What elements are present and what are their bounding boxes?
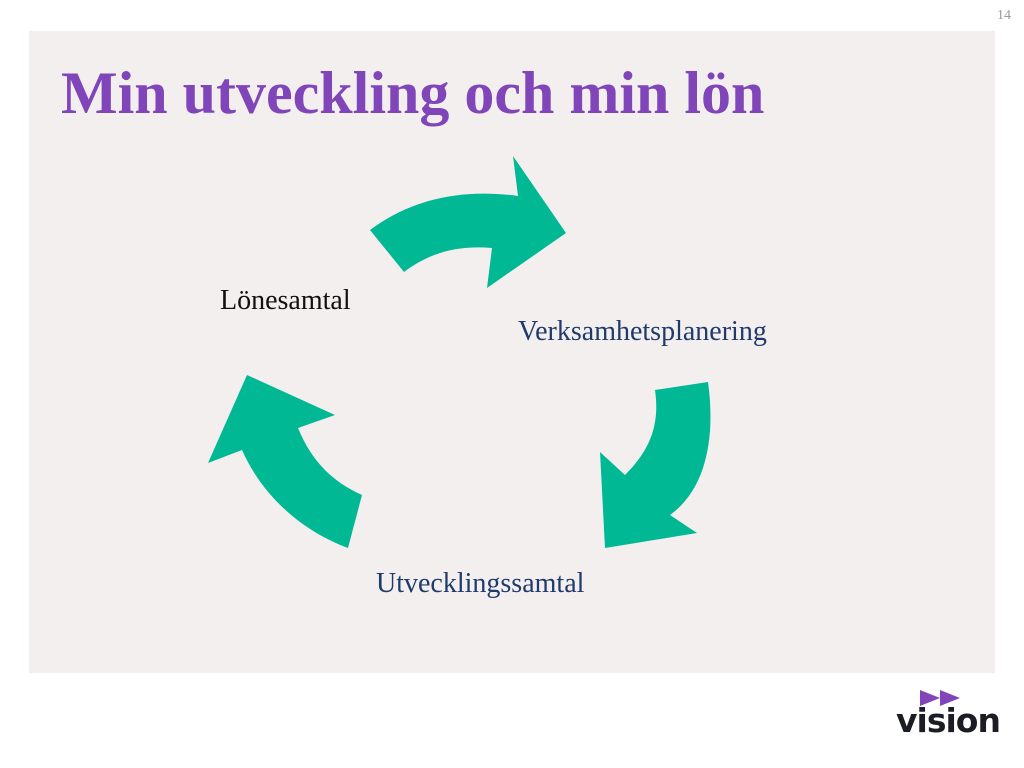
slide-title: Min utveckling och min lön bbox=[61, 60, 765, 126]
content-panel bbox=[29, 31, 995, 673]
cycle-label-lonesamtal: Lönesamtal bbox=[220, 285, 351, 316]
page-number: 14 bbox=[997, 8, 1011, 23]
cycle-arrow-left bbox=[208, 375, 362, 548]
vision-logo: vision bbox=[894, 690, 1001, 748]
cycle-arrow-right bbox=[600, 382, 711, 548]
logo-text: vision bbox=[896, 701, 1001, 740]
logo-arrows-icon bbox=[920, 690, 960, 706]
cycle-label-verksamhetsplanering: Verksamhetsplanering bbox=[518, 316, 767, 347]
cycle-label-utvecklingssamtal: Utvecklingssamtal bbox=[376, 568, 585, 599]
cycle-arrow-top bbox=[370, 156, 566, 288]
